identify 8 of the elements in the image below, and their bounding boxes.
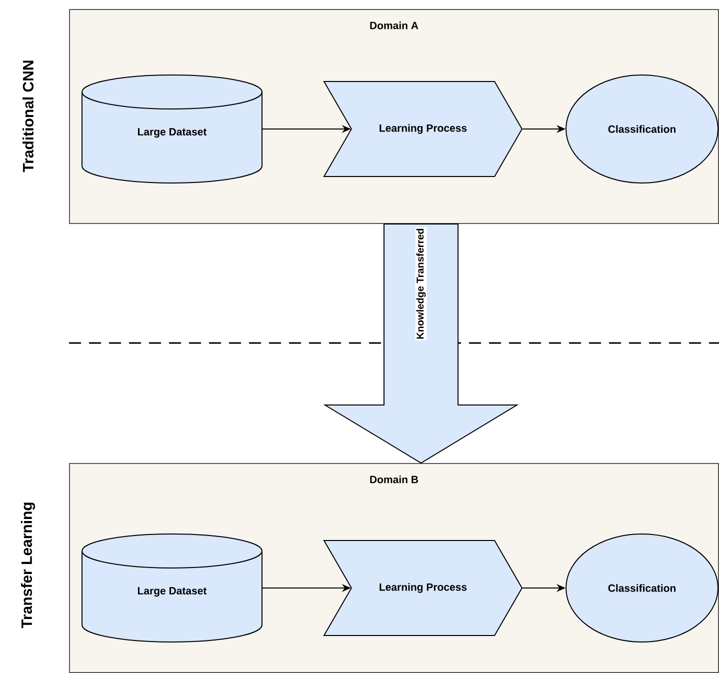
process-chevron: Learning Process: [323, 81, 523, 177]
dataset-cylinder: Large Dataset: [82, 534, 262, 642]
process-chevron: Learning Process: [323, 540, 523, 636]
side-label: Transfer Learning: [20, 502, 36, 628]
block-arrow: [323, 224, 519, 464]
edge-label: Knowledge Transferred: [415, 227, 427, 340]
side-label: Traditional CNN: [22, 60, 34, 172]
dataset-cylinder: Large Dataset: [82, 74, 262, 184]
